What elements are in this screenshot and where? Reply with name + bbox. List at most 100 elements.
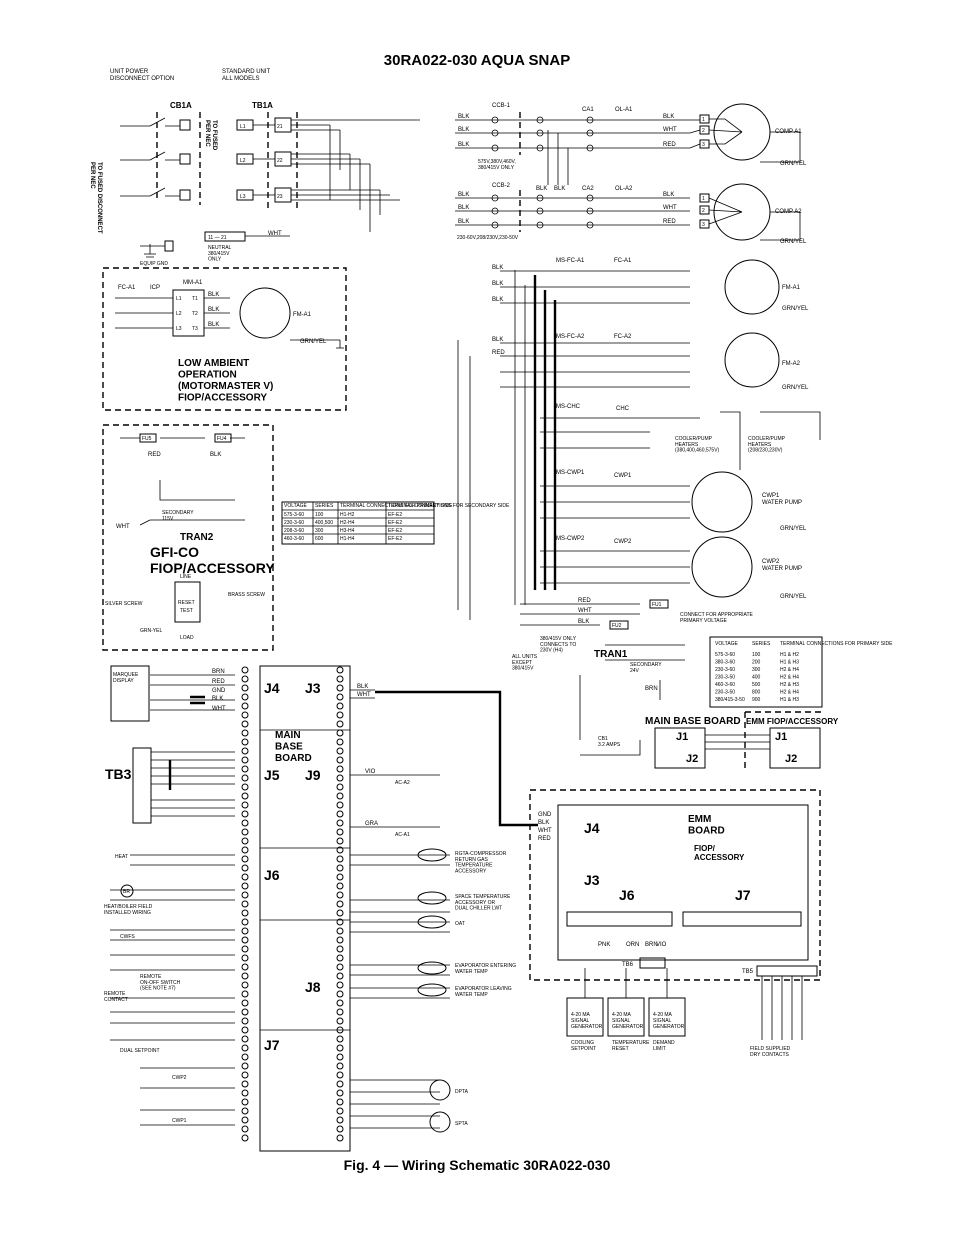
pin-left [241, 972, 249, 980]
pin-left [241, 1026, 249, 1034]
cwp1-label: CWP1 [614, 473, 632, 479]
pin-right [336, 747, 344, 755]
svg-text:BLK: BLK [458, 205, 469, 211]
pin-right [336, 1134, 344, 1142]
pin-right [336, 1008, 344, 1016]
tran1-table-cell: 200 [752, 660, 761, 666]
svg-text:BLK: BLK [663, 114, 674, 120]
tb3-label: TB3 [105, 766, 132, 782]
svg-text:L3: L3 [240, 194, 246, 200]
pin-left [241, 1071, 249, 1079]
pin-left [241, 693, 249, 701]
tran1-table-cell: H2 & H4 [780, 690, 799, 696]
pin-right [336, 756, 344, 764]
svg-text:BLK: BLK [578, 619, 589, 625]
tran2-table-header: VOLTAGE [284, 503, 308, 509]
tran1-table-cell: 900 [752, 697, 761, 703]
tran1-table-cell: H2 & H4 [780, 667, 799, 673]
cwp1-small: CWP1 [172, 1118, 187, 1124]
pin-right [336, 711, 344, 719]
pin-left [241, 963, 249, 971]
fm-a2-label: FM-A2 [782, 361, 801, 367]
ac-a2-label: AC-A2 [395, 780, 410, 786]
pin-left [241, 1080, 249, 1088]
note-575: 575V,380V,460V,380/415V ONLY [478, 159, 516, 171]
pin-right [336, 837, 344, 845]
pin-right [336, 810, 344, 818]
pin-right [336, 1080, 344, 1088]
ms-chc-label: MS-CHC [556, 404, 581, 410]
pin-right [336, 1035, 344, 1043]
pin-left [241, 828, 249, 836]
pin-left [241, 864, 249, 872]
svg-text:T1: T1 [192, 296, 198, 302]
pin-left [241, 999, 249, 1007]
pin-right [336, 990, 344, 998]
emm-j7: J7 [735, 887, 751, 903]
tran2-table-cell: EF-E2 [388, 536, 402, 542]
svg-text:BR: BR [123, 889, 130, 895]
note-230: 230-60V,208/230V,230-50V [457, 235, 519, 241]
tran2-table-cell: 460-3-60 [284, 536, 304, 542]
svg-text:GRN/YEL: GRN/YEL [782, 306, 809, 312]
pin-right [336, 1098, 344, 1106]
svg-text:BLK: BLK [458, 142, 469, 148]
tran2-table-cell: 208-3-60 [284, 528, 304, 534]
tran2-table-cell: H3-H4 [340, 528, 355, 534]
page-title: 30RA022-030 AQUA SNAP [383, 52, 571, 69]
pin-left [241, 765, 249, 773]
pin-left [241, 945, 249, 953]
tran1-table-header: TERMINAL CONNECTIONS FOR PRIMARY SIDE [780, 641, 893, 647]
mbb-connector-section: MAIN BASE BOARD J1 J2 EMM FIOP/ACCESSORY… [645, 711, 839, 770]
pin-left [241, 792, 249, 800]
brass-screw-label: BRASS SCREW [228, 592, 265, 598]
svg-text:1: 1 [702, 196, 705, 202]
svg-text:RED: RED [538, 836, 551, 842]
svg-text:BLK: BLK [458, 127, 469, 133]
emm-fiop-label: EMM FIOP/ACCESSORY [746, 717, 839, 726]
svg-text:BLK: BLK [492, 281, 503, 287]
emm-j1: J1 [775, 731, 787, 743]
pin-left [241, 666, 249, 674]
pin-left [241, 810, 249, 818]
svg-text:T2: T2 [192, 311, 198, 317]
tb1a-label: TB1A [252, 101, 273, 110]
pin-left [241, 882, 249, 890]
fm-a1-label: FM-A1 [782, 285, 801, 291]
emm-j2: J2 [785, 753, 797, 765]
pin-right [336, 801, 344, 809]
tran2-table-cell: 300 [315, 528, 324, 534]
emm-j3: J3 [584, 872, 600, 888]
pin-left [241, 936, 249, 944]
tran1-label: TRAN1 [594, 649, 628, 660]
svg-text:22: 22 [277, 158, 283, 164]
tran2-table-cell: EF-E2 [388, 512, 402, 518]
tran2-table-header: TERMINAL CONNECTIONS FOR PRIMARY SIDE [340, 503, 453, 509]
svg-text:BLK: BLK [357, 684, 368, 690]
pin-right [336, 1044, 344, 1052]
conn-j8: J8 [305, 979, 321, 995]
ola1-label: OL-A1 [615, 107, 633, 113]
svg-text:GRA: GRA [365, 821, 378, 827]
pin-left [241, 1062, 249, 1070]
dual-setpoint-label: DUAL SETPOINT [120, 1048, 160, 1054]
svg-text:WHT: WHT [663, 205, 677, 211]
svg-text:L3: L3 [176, 326, 182, 332]
svg-text:3: 3 [702, 142, 705, 148]
tran2-table-cell: H1-H4 [340, 536, 355, 542]
pin-left [241, 1116, 249, 1124]
tran1-table-header: SERIES [752, 641, 771, 647]
svg-text:FU1: FU1 [652, 602, 662, 608]
conn-j9: J9 [305, 767, 321, 783]
